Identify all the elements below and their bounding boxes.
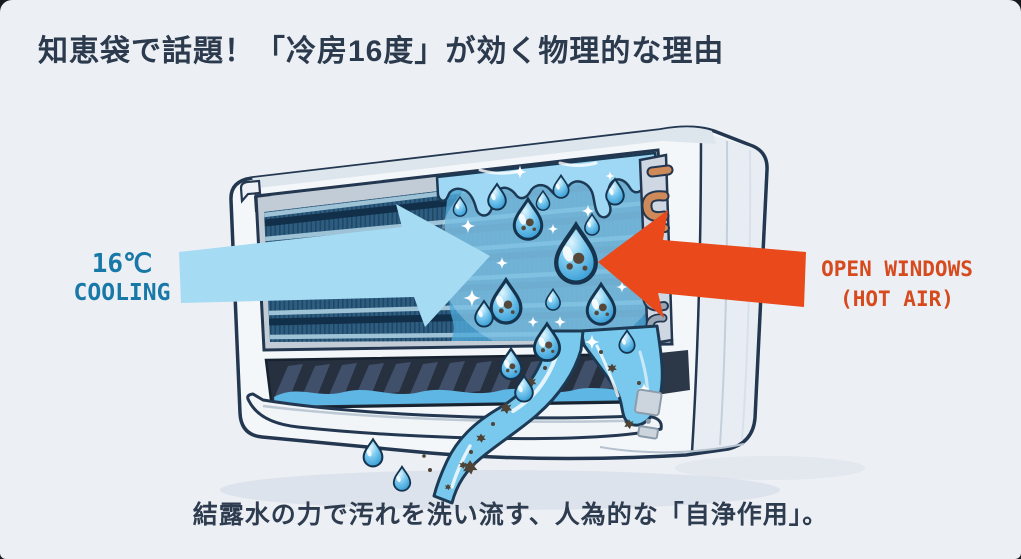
drop-shadow: [220, 456, 865, 510]
indicator-panel: [634, 388, 663, 440]
bottom-caption: 結露水の力で汚れを洗い流す、人為的な「自浄作用」。: [192, 501, 829, 529]
cooling-arrow-icon: [179, 204, 490, 327]
top-bevel: [252, 127, 716, 188]
page-title: 知恵袋で話題！「冷房16度」が効く物理的な理由: [38, 35, 725, 68]
cooling-label: 16℃ COOLING: [48, 250, 196, 308]
air-deflector-flap: [246, 392, 663, 441]
corner-clip-detail: [239, 179, 272, 213]
hot-air-label: OPEN WINDOWS (HOT AIR): [802, 254, 992, 314]
hot-air-arrow-icon: [598, 210, 806, 318]
cooling-caption-text: COOLING: [73, 279, 171, 306]
hot-air-text-line2: (HOT AIR): [840, 287, 954, 312]
hot-air-text-line1: OPEN WINDOWS: [821, 257, 973, 281]
cooling-temp-text: 16℃: [91, 249, 153, 279]
